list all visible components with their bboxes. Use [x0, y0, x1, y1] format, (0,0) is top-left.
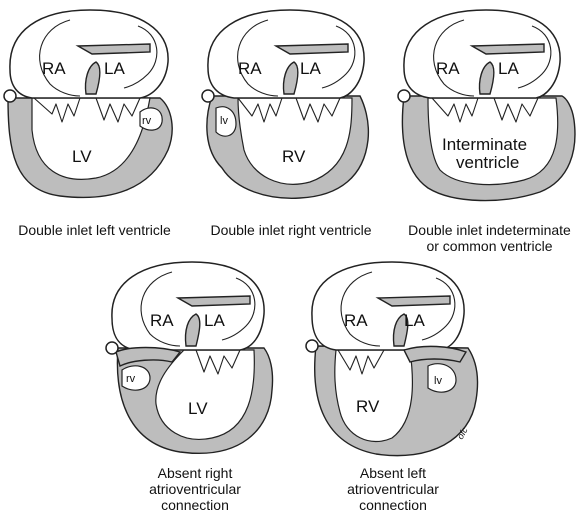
pulmonary-vein-band [273, 43, 349, 55]
left-atrium-border [517, 25, 552, 89]
panel-absent-right-av-connection: RA LA LV rv [105, 261, 274, 454]
caption-panel-4: Absent right atrioventricular connection [149, 465, 241, 513]
pulmonary-vein-band [175, 295, 251, 307]
atrial-septum [282, 61, 299, 95]
atrial-appendage [105, 341, 119, 355]
ventricle-cavity [334, 349, 414, 443]
valve-left [295, 97, 341, 123]
valve-left [95, 97, 141, 123]
label-la: LA [300, 59, 321, 78]
rudimentary-chamber [215, 106, 237, 137]
label-ra: RA [238, 59, 262, 78]
label-la: LA [204, 311, 225, 330]
atrial-septum [478, 61, 495, 95]
valve-left [493, 97, 539, 123]
label-rudimentary: lv [220, 115, 228, 127]
label-ventricle-line2: ventricle [456, 153, 519, 172]
caption-panel-1: Double inlet left ventricle [18, 222, 171, 238]
pulmonary-vein-band [469, 43, 545, 55]
label-ra: RA [150, 311, 174, 330]
atrial-septum [84, 61, 101, 95]
right-atrium-border [237, 19, 279, 97]
atrial-septum [184, 313, 201, 347]
rudimentary-chamber [121, 365, 151, 391]
ventricle-cavity [237, 97, 353, 185]
panel-double-inlet-indeterminate-ventricle: RA LA Interminate ventricle [397, 9, 576, 202]
label-ventricle: LV [72, 147, 92, 166]
left-atrium-border [421, 277, 456, 341]
valve-right [237, 97, 283, 123]
label-la: LA [404, 311, 425, 330]
valve-right [431, 97, 479, 123]
label-ventricle-line1: Interminate [442, 135, 527, 154]
label-rudimentary: rv [126, 373, 136, 385]
label-ventricle: LV [188, 399, 208, 418]
label-ventricle: RV [356, 397, 380, 416]
label-ra: RA [344, 311, 368, 330]
panel-double-inlet-left-ventricle: RA LA LV rv [3, 9, 173, 199]
right-atrium-border [340, 271, 381, 347]
caption-panel-3: Double inlet indeterminate or common ven… [408, 222, 571, 254]
right-atrium-border [140, 271, 181, 347]
label-la: LA [104, 59, 125, 78]
panel-double-inlet-right-ventricle: RA LA RV lv [201, 9, 370, 199]
atrial-appendage [397, 89, 411, 103]
atrial-appendage [3, 89, 17, 103]
panel-absent-left-av-connection: RA LA RV lv [305, 261, 479, 457]
atrial-appendage [305, 339, 319, 353]
atrial-septum [392, 313, 409, 347]
label-ra: RA [42, 59, 66, 78]
label-la: LA [498, 59, 519, 78]
rudimentary-chamber [139, 107, 163, 131]
caption-panel-2: Double inlet right ventricle [210, 222, 372, 238]
valve-left [195, 349, 241, 375]
label-ra: RA [436, 59, 460, 78]
label-rudimentary: lv [434, 375, 442, 387]
label-ventricle: RV [282, 147, 306, 166]
right-atrium-border [39, 19, 81, 97]
atrial-appendage [201, 89, 215, 103]
atria-outline [311, 261, 465, 351]
label-rudimentary: rv [142, 115, 152, 127]
pulmonary-vein-band [75, 43, 151, 55]
left-atrium-border [123, 25, 158, 89]
atrioventricular-muscular-floor [115, 346, 182, 368]
pulmonary-vein-band [375, 295, 451, 307]
left-atrium-border [321, 25, 356, 89]
left-atrium-border [221, 277, 256, 341]
rudimentary-chamber [427, 363, 457, 393]
ventricle-cavity [155, 349, 255, 440]
valve-right [337, 349, 385, 375]
atrioventricular-muscular-floor [403, 345, 468, 363]
right-atrium-border [433, 19, 475, 97]
caption-panel-5: Absent left atrioventricular connection [347, 465, 439, 513]
valve-right [33, 97, 81, 123]
